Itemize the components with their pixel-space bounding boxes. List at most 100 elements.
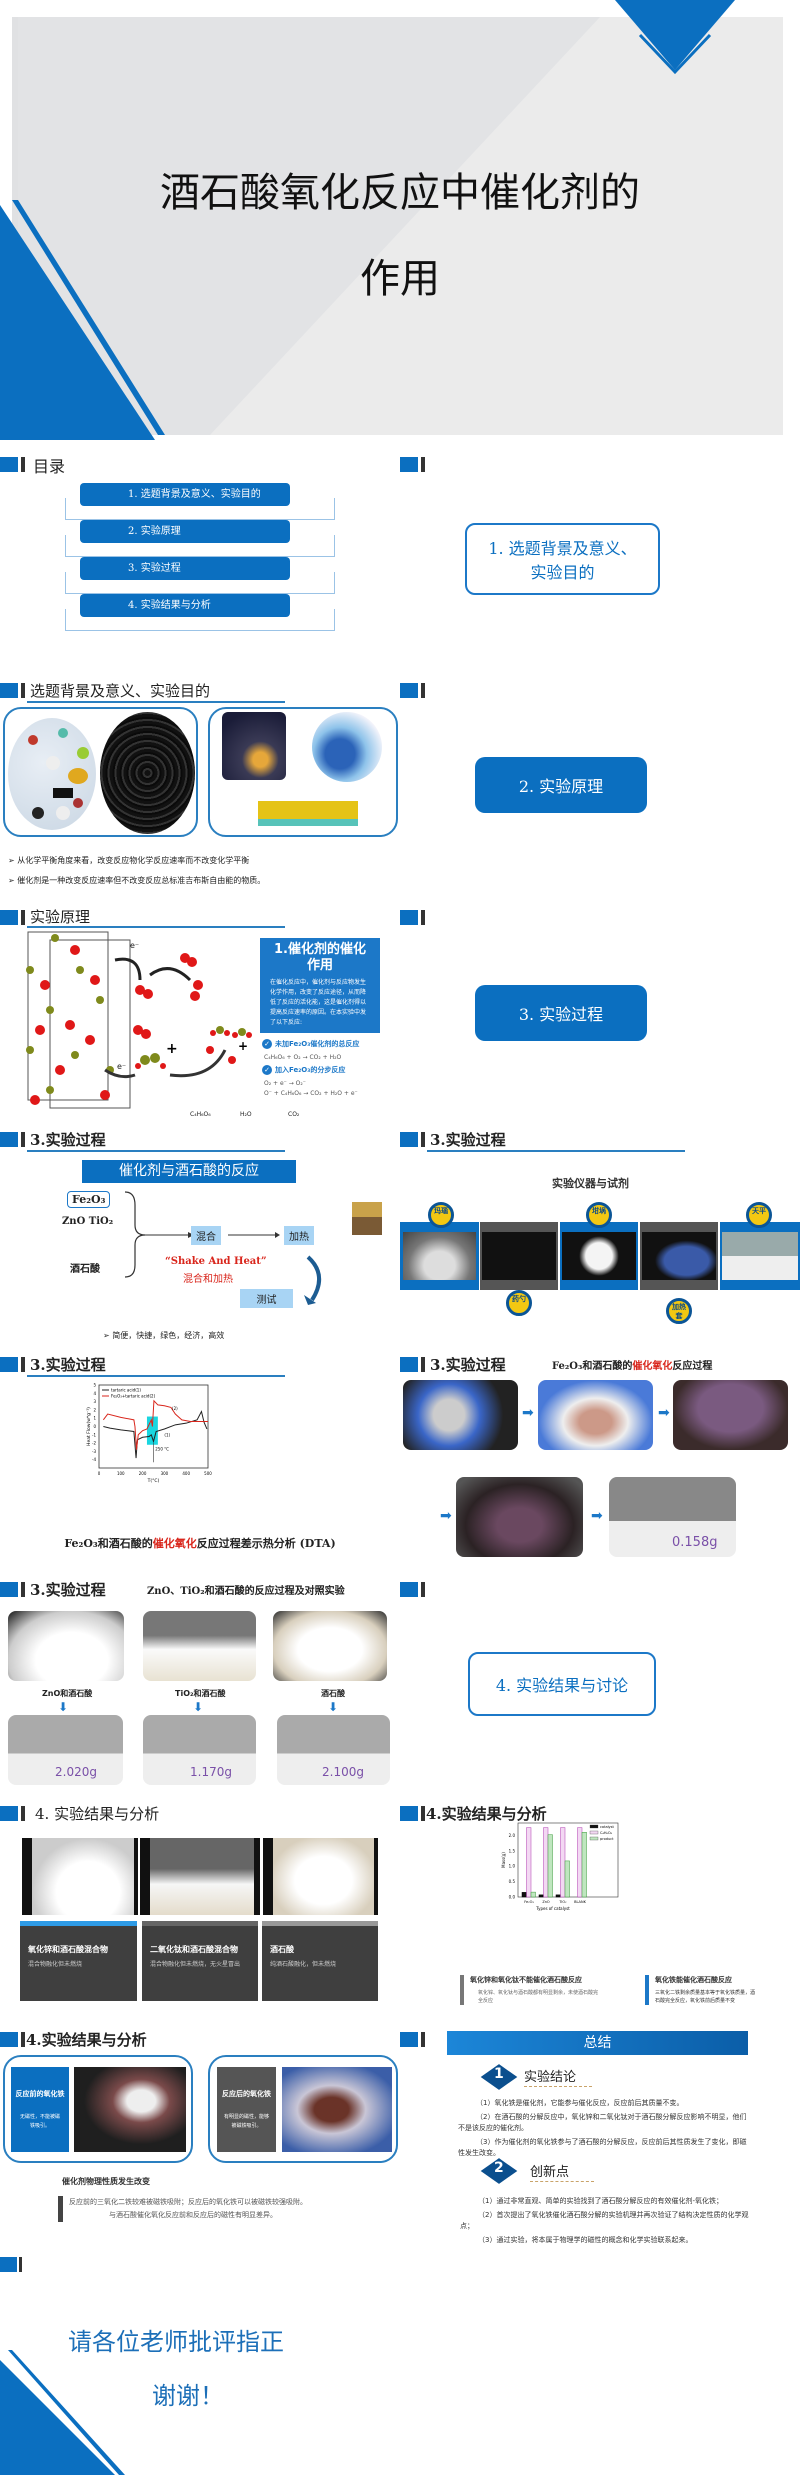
acid-scale-photo (277, 1715, 390, 1785)
header-square (400, 457, 418, 472)
apparatus-subtitle: 实验仪器与试剂 (552, 1177, 629, 1190)
conclusion-head: 催化剂物理性质发生改变 (62, 2177, 150, 2186)
header-square (400, 2032, 418, 2047)
bar-C₄H₆O₆-Fe₂O₃ (526, 1827, 532, 1898)
dta-caption: Fe₂O₃和酒石酸的催化氧化反应过程差示热分析 (DTA) (64, 1537, 336, 1550)
legend-swatch (589, 1830, 599, 1835)
y-tick-label: 1.0 (509, 1864, 516, 1869)
black-pellets-photo (100, 712, 195, 834)
x-tick-label: 500 (204, 1471, 212, 1476)
svg-text:+: + (166, 1041, 178, 1057)
title-line-2: 作用 (360, 256, 440, 302)
toc-item-1[interactable]: 1. 选题背景及意义、实验目的 (80, 483, 290, 506)
step-photo-4 (456, 1477, 583, 1557)
section-2-label: 2. 实验原理 (518, 777, 604, 796)
toc-outline (65, 572, 335, 594)
background-title: 选题背景及意义、实验目的 (30, 682, 211, 700)
scale-reading: 0.158g (672, 1535, 718, 1550)
step-photo-1 (403, 1380, 518, 1450)
y-tick-label: -3 (92, 1449, 96, 1454)
principle-title: 实验原理 (30, 908, 91, 926)
y-tick-label: 2 (93, 1407, 96, 1412)
crystal-structure-diagram: ++ (26, 931, 252, 1109)
header-square (400, 1806, 418, 1821)
fe2o3-label: Fe₂O₃ (67, 1191, 111, 1208)
section-4-card[interactable]: 4. 实验结果与讨论 (468, 1652, 656, 1716)
x-tick-label: BLANK (574, 1900, 586, 1904)
section-2-card[interactable]: 2. 实验原理 (475, 757, 647, 813)
tio2-photo (143, 1611, 256, 1681)
tartaric-acid-label: 酒石酸 (70, 1264, 100, 1275)
acid-label: 酒石酸 (321, 1689, 345, 1698)
slogan-en: “Shake And Heat” (165, 1256, 267, 1267)
test-step: 测试 (240, 1289, 293, 1308)
header-bar (421, 910, 425, 925)
title-decoration (0, 0, 783, 440)
process-title: 3.实验过程 (430, 1131, 506, 1149)
section-3-card[interactable]: 3. 实验过程 (475, 985, 647, 1041)
before-photo (74, 2067, 186, 2152)
after-frame (208, 2055, 398, 2163)
step-photo-3 (673, 1380, 788, 1450)
series-line-1 (103, 1410, 208, 1459)
toc-item-3[interactable]: 3. 实验过程 (80, 557, 290, 580)
legend-label: catalyst (600, 1825, 614, 1829)
badge-balance: 天平 (746, 1202, 772, 1228)
header-bar (21, 1132, 25, 1147)
toc-outline (65, 609, 335, 631)
y-tick-label: 5 (93, 1383, 96, 1388)
crucible-photo (560, 1222, 638, 1290)
curved-arrow-icon (304, 1255, 321, 1305)
bar-C₄H₆O₆-ZnO (543, 1827, 549, 1898)
bar-C₄H₆O₆-BLANK (577, 1827, 583, 1898)
badge-heater: 加热套 (666, 1298, 692, 1324)
toc-item-2[interactable]: 2. 实验原理 (80, 520, 290, 543)
zno-photo (8, 1611, 124, 1681)
mortar-photo (400, 1222, 479, 1290)
mix-step: 混合 (191, 1226, 221, 1245)
y-tick-label: 4 (93, 1391, 96, 1396)
header-bar (421, 1357, 425, 1372)
catalyst-image-frame-left (3, 707, 198, 837)
arrow-right-icon: ➡ (658, 1405, 670, 1421)
bar-product-Fe₂O₃ (530, 1891, 536, 1898)
principle-info-box: 1.催化剂的催化作用 在催化反应中，催化剂与反应物发生化学作用，改变了反应途径，… (260, 938, 380, 1033)
header-bar (21, 910, 25, 925)
innovation-list: （1）通过非常直观、简单的实验找到了酒石酸分解反应的有效催化剂-氧化铁；（2）首… (460, 2197, 749, 2244)
header-bar (21, 1357, 25, 1372)
balance-photo (720, 1222, 800, 1290)
header-square (400, 683, 418, 698)
zno-scale-photo (8, 1715, 123, 1785)
header-bar (421, 2032, 425, 2047)
bullet-2: ➢ 催化剂是一种改变反应速率但不改变反应总标准吉布斯自由能的物质。 (8, 876, 266, 885)
header-underline (27, 1150, 285, 1152)
after-label-box: 反应后的氧化铁有明显的磁性，能够被磁铁吸引。 (217, 2067, 276, 2152)
equation-1: C₄H₆O₆ + O₂ → CO₂ + H₂O (264, 1054, 342, 1061)
reaction-banner: 催化剂与酒石酸的反应 (82, 1160, 296, 1183)
legend-swatch (589, 1836, 599, 1841)
process-title: 3.实验过程 (430, 1356, 506, 1374)
result-card-1: 氧化锌和酒石酸混合物混合物融化但未燃烧 (20, 1921, 137, 2001)
section-1-card[interactable]: 1. 选题背景及意义、实验目的 (465, 523, 660, 595)
thanks-line-1: 请各位老师批评指正 (68, 2328, 284, 2356)
process4-subtitle: Fe₂O₃和酒石酸的催化氧化反应过程 (552, 1361, 713, 1372)
electron-label-2: e⁻ (117, 1062, 127, 1071)
results-title: 4.实验结果与分析 (426, 1805, 547, 1823)
y-tick-label: 0.5 (509, 1879, 516, 1884)
y-tick-label: 2.0 (509, 1833, 516, 1838)
principle-box-text: 在催化反应中，催化剂与反应物发生化学作用，改变了反应途径，从而降低了反应的活化能… (270, 979, 367, 1026)
series-line-2 (102, 1399, 208, 1450)
arrow-down-icon: ⬇ (58, 1700, 69, 1714)
annotation-label: 250 °C (155, 1447, 169, 1452)
toc-outline (65, 498, 335, 520)
arrow-right-icon: ➡ (440, 1508, 452, 1524)
y-tick-label: -1 (92, 1432, 96, 1437)
header-square (0, 1582, 18, 1597)
badge-crucible: 坩埚 (586, 1202, 612, 1228)
summary-banner: 总结 (447, 2031, 748, 2055)
toc-item-4[interactable]: 4. 实验结果与分析 (80, 594, 290, 617)
legend-label: Fe₂O₃+tartaric acid(2) (111, 1394, 156, 1399)
legend-swatch (589, 1824, 599, 1829)
